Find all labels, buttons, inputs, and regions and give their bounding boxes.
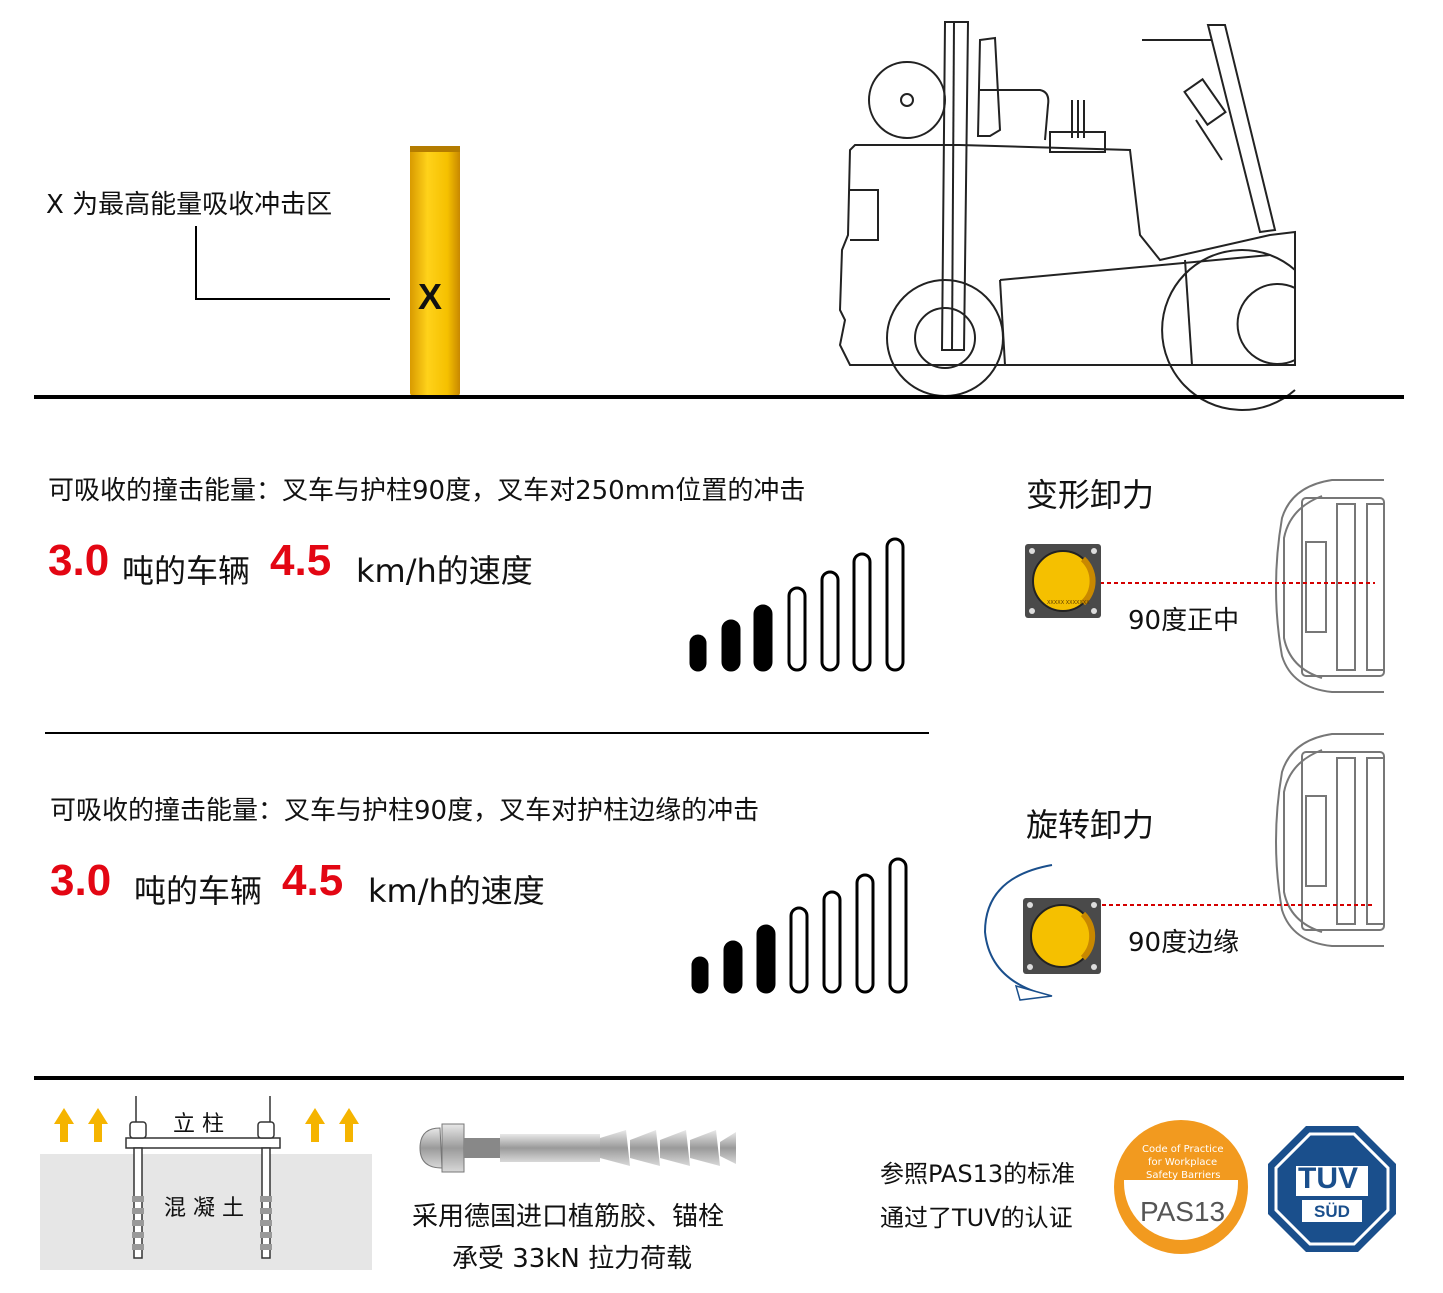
level-bar [787, 586, 807, 672]
bottom-divider [34, 1076, 1404, 1080]
level-bar [721, 619, 741, 672]
plate-text: XXXXX XXXXXXX [1047, 600, 1090, 606]
zone-label: X 为最高能量吸收冲击区 [46, 190, 333, 220]
section2-weight-value: 3.0 [50, 856, 112, 905]
section2-impact-line [1060, 904, 1375, 906]
level-bar [789, 906, 809, 994]
section2-weight-text: 吨的车辆 [134, 872, 263, 910]
section1-level-bars [689, 537, 905, 672]
section2-level-bars [691, 857, 908, 994]
up-arrow-icon [88, 1108, 108, 1142]
level-bar [820, 570, 840, 672]
section2-position-label: 90度边缘 [1128, 928, 1240, 958]
bollard-x-mark: X [418, 276, 443, 317]
pas13-main-text: PAS13 [1140, 1196, 1226, 1227]
level-bar [756, 924, 776, 994]
concrete-label: 混 凝 土 [164, 1196, 244, 1221]
section1-right-title: 变形卸力 [1026, 476, 1155, 514]
ground-line [34, 395, 1404, 399]
level-bar [855, 873, 875, 994]
section1-speed-text: km/h的速度 [356, 552, 533, 590]
level-bar [822, 890, 842, 994]
level-bar [691, 956, 709, 994]
section1-weight-text: 吨的车辆 [122, 552, 251, 590]
cert-line1: 参照PAS13的标准 [880, 1160, 1076, 1188]
tuv-sub-text: SÜD [1314, 1202, 1350, 1221]
section1-impact-line [1100, 582, 1375, 584]
installation-diagram: 立 柱 混 凝 土 [40, 1096, 374, 1272]
section2-speed-value: 4.5 [282, 856, 344, 905]
forklift-illustration [838, 21, 1296, 411]
tuv-badge [1268, 1126, 1396, 1252]
section1-vehicle-front-outline [1275, 479, 1385, 693]
section1-description: 可吸收的撞击能量：叉车与护柱90度，叉车对250mm位置的冲击 [48, 476, 806, 506]
level-bar [852, 552, 872, 672]
pas13-badge: Code of Practice for Workplace Safety Ba… [1114, 1120, 1248, 1254]
section1-speed-value: 4.5 [270, 536, 332, 585]
level-bar [885, 537, 905, 672]
anchor-bolt-illustration [419, 1123, 736, 1173]
up-arrow-icon [305, 1108, 325, 1142]
section2-description: 可吸收的撞击能量：叉车与护柱90度，叉车对护柱边缘的冲击 [50, 796, 760, 826]
section1-position-label: 90度正中 [1128, 606, 1240, 636]
pas13-small-line2: for Workplace [1148, 1157, 1218, 1168]
level-bar [689, 634, 707, 672]
section2-right-title: 旋转卸力 [1026, 806, 1155, 844]
pas13-small-line3: Safety Barriers [1146, 1170, 1221, 1181]
section1-bollard-plate: XXXXX XXXXXXX [1025, 544, 1101, 618]
section-divider [45, 732, 929, 734]
zone-leader-line [195, 226, 390, 300]
level-bar [723, 940, 743, 994]
anchor-caption-line1: 采用德国进口植筋胶、锚栓 [412, 1202, 725, 1232]
pas13-small-line1: Code of Practice [1142, 1144, 1224, 1155]
cert-line2: 通过了TUV的认证 [880, 1204, 1073, 1232]
section2-speed-text: km/h的速度 [368, 872, 545, 910]
rotation-arrow-icon [983, 864, 1053, 1001]
up-arrow-icon [339, 1108, 359, 1142]
tuv-main-text: TÜV [1298, 1162, 1358, 1195]
section2-vehicle-front-outline [1275, 733, 1385, 947]
bollard: X [410, 146, 460, 396]
section1-weight-value: 3.0 [48, 536, 110, 585]
post-label: 立 柱 [173, 1112, 224, 1137]
level-bar [888, 857, 908, 994]
up-arrow-icon [54, 1108, 74, 1142]
level-bar [753, 604, 773, 672]
section2-bollard-plate [1023, 898, 1101, 974]
anchor-caption-line2: 承受 33kN 拉力荷载 [452, 1244, 693, 1274]
